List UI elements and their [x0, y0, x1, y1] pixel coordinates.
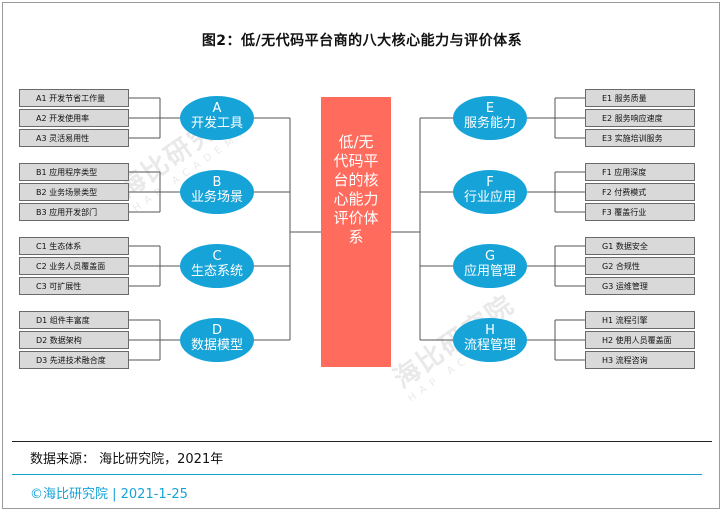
sub-indicator-box: F3 覆盖行业: [585, 203, 695, 221]
divider-line: [12, 441, 712, 442]
sub-indicator-box: C3 可扩展性: [19, 277, 129, 295]
capability-name: 开发工具: [190, 116, 243, 131]
sub-indicator-box: B1 应用程序类型: [19, 163, 129, 181]
capability-letter: D: [211, 323, 222, 338]
sub-indicator-box: H1 流程引擎: [585, 311, 695, 329]
sub-indicator-box: A2 开发使用率: [19, 109, 129, 127]
capability-letter: A: [212, 101, 222, 116]
capability-name: 服务能力: [463, 116, 516, 131]
capability-letter: F: [486, 175, 494, 190]
sub-indicator-box: D1 组件丰富度: [19, 311, 129, 329]
sub-indicator-box: A3 灵活易用性: [19, 129, 129, 147]
footer-divider: [12, 474, 702, 475]
sub-indicator-box: D3 先进技术融合度: [19, 351, 129, 369]
figure-title: 图2：低/无代码平台商的八大核心能力与评价体系: [201, 33, 523, 49]
capability-letter: B: [212, 175, 222, 190]
sub-indicator-box: G2 合规性: [585, 257, 695, 275]
sub-indicator-box: E1 服务质量: [585, 89, 695, 107]
capability-letter: E: [485, 101, 495, 116]
sub-indicator-box: D2 数据架构: [19, 331, 129, 349]
capability-letter: C: [212, 249, 222, 264]
sub-indicator-box: B3 应用开发部门: [19, 203, 129, 221]
sub-indicator-box: G1 数据安全: [585, 237, 695, 255]
sub-indicator-box: H3 流程咨询: [585, 351, 695, 369]
footer-copyright: ©海比研究院 | 2021-1-25: [30, 487, 188, 502]
capability-name: 生态系统: [190, 264, 243, 279]
sub-indicator-box: H2 使用人员覆盖面: [585, 331, 695, 349]
sub-indicator-box: B2 业务场景类型: [19, 183, 129, 201]
capability-name: 行业应用: [463, 190, 516, 205]
sub-indicator-box: F2 付费模式: [585, 183, 695, 201]
capability-letter: H: [485, 323, 495, 338]
capability-name: 流程管理: [463, 338, 516, 353]
sub-indicator-box: F1 应用深度: [585, 163, 695, 181]
capability-name: 数据模型: [190, 338, 243, 353]
sub-indicator-box: E2 服务响应速度: [585, 109, 695, 127]
center-box: 低/无代码平台的核心能力评价体系: [321, 97, 391, 367]
sub-indicator-box: G3 运维管理: [585, 277, 695, 295]
sub-indicator-box: A1 开发节省工作量: [19, 89, 129, 107]
capability-letter: G: [484, 249, 496, 264]
capability-name: 应用管理: [463, 264, 516, 279]
data-source: 数据来源： 海比研究院，2021年: [30, 452, 224, 467]
capability-name: 业务场景: [190, 190, 243, 205]
sub-indicator-box: E3 实施培训服务: [585, 129, 695, 147]
sub-indicator-box: C1 生态体系: [19, 237, 129, 255]
sub-indicator-box: C2 业务人员覆盖面: [19, 257, 129, 275]
